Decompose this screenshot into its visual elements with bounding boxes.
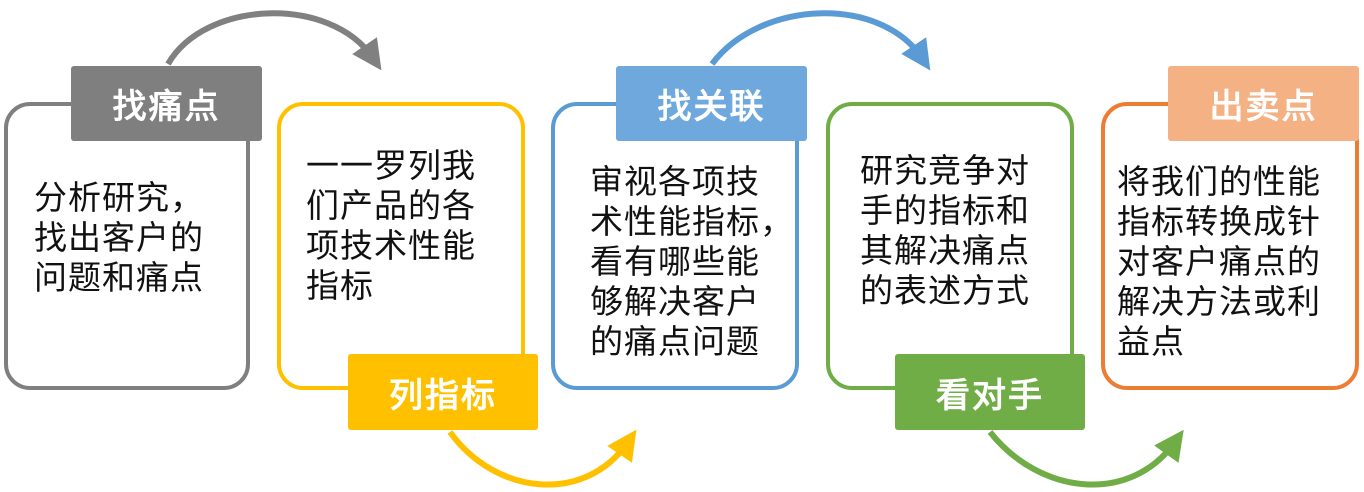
step-tag-4: 看对手 [895, 354, 1085, 430]
step-card-1: 分析研究， 找出客户的 问题和痛点 [4, 102, 250, 390]
step-tag-1: 找痛点 [71, 66, 262, 141]
step-card-5: 将我们的性能 指标转换成针 对客户痛点的 解决方法或利 益点 [1101, 102, 1359, 390]
step-text-5: 将我们的性能 指标转换成针 对客户痛点的 解决方法或利 益点 [1117, 162, 1321, 361]
step-text-4: 研究竞争对 手的指标和 其解决痛点 的表述方式 [860, 151, 1030, 310]
arrow-1-to-2 [165, 10, 382, 71]
step-card-2: 一一罗列我 们产品的各 项技术性能 指标 [277, 102, 525, 390]
step-text-1: 分析研究， 找出客户的 问题和痛点 [34, 178, 204, 297]
step-card-4: 研究竞争对 手的指标和 其解决痛点 的表述方式 [826, 102, 1074, 390]
step-tag-3: 找关联 [616, 66, 807, 141]
step-text-3: 审视各项技 术性能指标， 看有哪些能 够解决客户 的痛点问题 [590, 162, 794, 361]
step-card-3: 审视各项技 术性能指标， 看有哪些能 够解决客户 的痛点问题 [551, 102, 799, 390]
step-tag-5: 出卖点 [1168, 66, 1359, 141]
arrow-2-to-3 [447, 429, 637, 488]
step-tag-2: 列指标 [348, 354, 538, 430]
arrow-3-to-4 [709, 10, 931, 71]
step-text-2: 一一罗列我 们产品的各 项技术性能 指标 [306, 146, 476, 305]
arrow-4-to-5 [987, 429, 1184, 488]
